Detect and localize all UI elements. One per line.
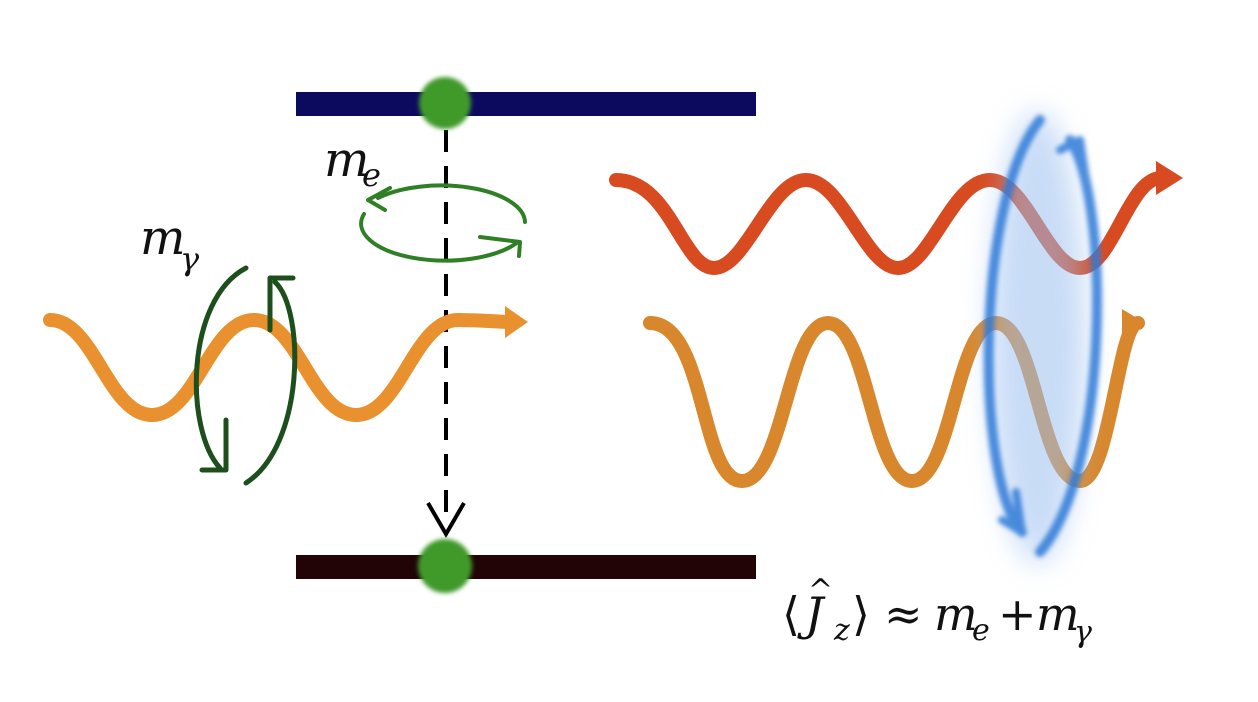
electron-angular-momentum-label: me bbox=[324, 132, 381, 194]
upper-energy-level bbox=[296, 92, 756, 116]
formula-plus: + bbox=[998, 587, 1037, 641]
formula-sub-e: e bbox=[972, 613, 990, 648]
outgoing-photon-red-arrowhead bbox=[1156, 161, 1183, 195]
outgoing-photon-orange-arrowhead bbox=[1122, 309, 1145, 337]
formula-right-angle: ⟩ bbox=[852, 587, 870, 641]
formula-approx: ≈ bbox=[884, 587, 923, 641]
photon-angular-momentum-label: mγ bbox=[140, 210, 200, 278]
formula-left-angle: ⟨ bbox=[782, 587, 800, 641]
outgoing-photon-wave-orange bbox=[643, 315, 1145, 489]
lower-energy-level bbox=[296, 555, 756, 579]
photon-rotation-circular-arrow-icon bbox=[193, 265, 298, 486]
incoming-photon-arrowhead bbox=[505, 306, 528, 338]
electron-rotation-circular-arrow-icon bbox=[359, 183, 527, 263]
incoming-photon-wave bbox=[43, 312, 517, 423]
formula-m-e: m bbox=[934, 587, 978, 641]
total-angular-momentum-formula: ⟨ ^ J z ⟩ ≈ m e + m γ bbox=[782, 573, 1092, 650]
formula-J: J bbox=[797, 587, 826, 641]
formula-sub-z: z bbox=[833, 613, 850, 648]
formula-sub-gamma: γ bbox=[1074, 615, 1092, 650]
formula-hat: ^ bbox=[808, 573, 833, 608]
ground-electron-dot-icon bbox=[418, 539, 472, 593]
excited-electron-dot-icon bbox=[419, 77, 471, 129]
emitted-rotation-circular-arrow-icon bbox=[983, 112, 1102, 564]
formula-m-gamma: m bbox=[1036, 587, 1080, 641]
